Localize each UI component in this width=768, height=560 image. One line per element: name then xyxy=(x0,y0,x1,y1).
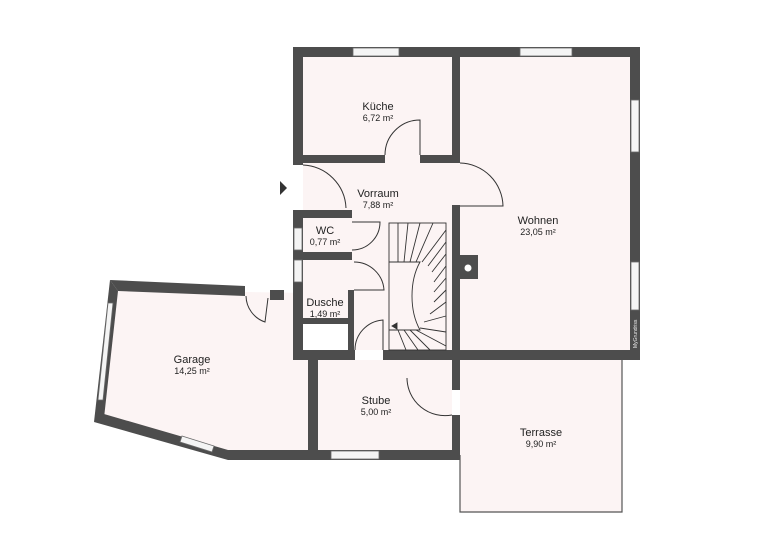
room-labels: Küche 6,72 m² Vorraum 7,88 m² WC 0,77 m²… xyxy=(174,101,639,449)
window xyxy=(293,227,303,251)
room-area-vorraum: 7,88 m² xyxy=(363,200,394,210)
terrasse-floor xyxy=(460,360,622,512)
garage-floor xyxy=(100,290,308,450)
stair-arrow-icon xyxy=(391,322,398,330)
room-area-wohnen: 23,05 m² xyxy=(520,227,556,237)
room-name-terrasse: Terrasse xyxy=(520,427,562,439)
room-name-kueche: Küche xyxy=(362,101,393,113)
window xyxy=(179,435,215,453)
window xyxy=(519,47,573,57)
room-name-wohnen: Wohnen xyxy=(518,215,559,227)
windows xyxy=(97,47,640,460)
door-dusche xyxy=(353,261,385,291)
storage-niche xyxy=(303,324,349,350)
window xyxy=(630,99,640,153)
stube-floor xyxy=(318,360,452,450)
window xyxy=(330,450,380,460)
door-kueche xyxy=(384,119,421,156)
room-name-stube: Stube xyxy=(362,395,391,407)
window xyxy=(630,261,640,311)
room-name-garage: Garage xyxy=(174,354,211,366)
window xyxy=(97,302,114,401)
staircase xyxy=(388,222,447,351)
window xyxy=(352,47,400,57)
watermark: MyGrundriss xyxy=(633,319,639,348)
room-area-terrasse: 9,90 m² xyxy=(526,439,557,449)
room-floors xyxy=(100,57,630,512)
room-area-stube: 5,00 m² xyxy=(361,407,392,417)
door-wc xyxy=(351,221,381,251)
room-area-kueche: 6,72 m² xyxy=(363,113,394,123)
door-terrasse xyxy=(406,377,453,417)
entrance-arrow-icon xyxy=(280,181,287,195)
room-name-wc: WC xyxy=(316,225,334,237)
door-garage xyxy=(245,295,269,323)
room-name-dusche: Dusche xyxy=(306,297,343,309)
room-name-vorraum: Vorraum xyxy=(357,188,399,200)
door-stube xyxy=(354,319,384,351)
doors xyxy=(245,119,504,417)
room-area-garage: 14,25 m² xyxy=(174,366,210,376)
room-area-dusche: 1,49 m² xyxy=(310,309,341,319)
window xyxy=(293,259,303,283)
terrasse-outline xyxy=(459,360,623,513)
door-wohnen xyxy=(459,162,504,207)
door-entrance xyxy=(302,164,347,209)
room-area-wc: 0,77 m² xyxy=(310,237,341,247)
upper-floor-area xyxy=(303,57,630,350)
